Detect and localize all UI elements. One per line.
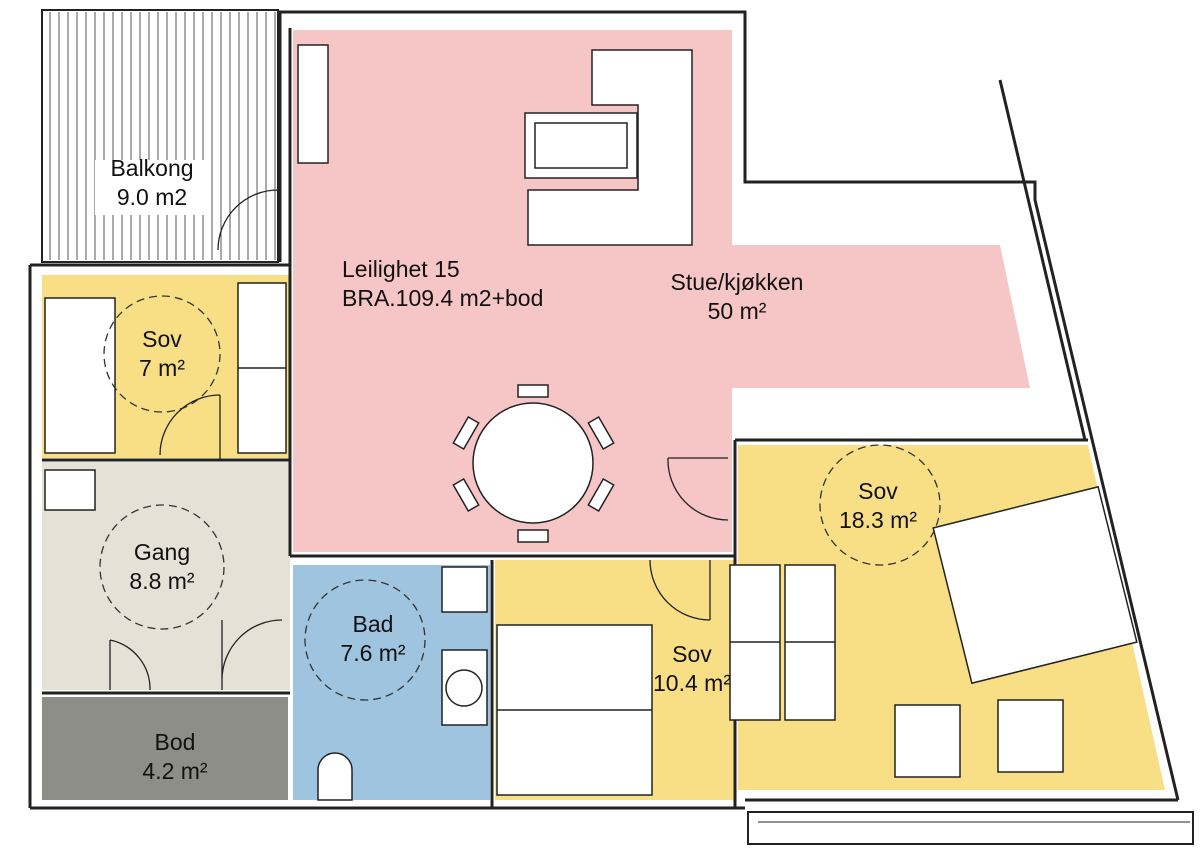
room-label-bod: Bod 4.2 m² xyxy=(142,728,207,786)
apartment-name: Leilighet 15 xyxy=(342,256,460,282)
room-label-sov-10: Sov 10.4 m² xyxy=(653,640,731,698)
door-swings xyxy=(109,185,729,691)
storage-room xyxy=(42,697,288,800)
room-area: 10.4 m² xyxy=(653,670,731,696)
single-bed xyxy=(44,297,116,454)
room-name: Sov xyxy=(672,641,712,667)
room-area: 50 m² xyxy=(707,298,767,324)
room-area: 8.8 m² xyxy=(129,568,195,594)
room-area: 7.6 m² xyxy=(340,640,406,666)
room-label-stue: Stue/kjøkken 50 m² xyxy=(671,268,804,326)
room-name: Bad xyxy=(352,611,394,637)
room-name: Gang xyxy=(133,539,191,565)
balcony-rail xyxy=(747,811,1194,845)
balcony-room xyxy=(41,9,279,263)
room-name: Sov xyxy=(142,326,182,352)
apartment-area: BRA.109.4 m2+bod xyxy=(342,285,544,311)
room-area: 7 m² xyxy=(139,355,185,381)
room-label-sov-7: Sov 7 m² xyxy=(139,325,185,383)
furniture xyxy=(44,44,1138,801)
room-name: Bod xyxy=(154,729,196,755)
room-label-sov-18: Sov 18.3 m² xyxy=(839,477,917,535)
room-label-gang: Gang 8.8 m² xyxy=(129,538,194,596)
double-bed-large xyxy=(932,485,1138,685)
walls xyxy=(28,10,1180,810)
room-area: 9.0 m2 xyxy=(116,184,188,210)
apartment-label: Leilighet 15 BRA.109.4 m2+bod xyxy=(342,255,543,313)
dining-table xyxy=(472,402,594,524)
room-name: Balkong xyxy=(110,155,194,181)
room-name: Sov xyxy=(858,478,898,504)
toilet xyxy=(317,752,353,801)
room-area: 18.3 m² xyxy=(839,507,917,533)
room-area: 4.2 m² xyxy=(142,758,208,784)
room-name: Stue/kjøkken xyxy=(670,269,804,295)
turning-circles xyxy=(99,295,941,701)
room-label-bad: Bad 7.6 m² xyxy=(340,610,405,668)
room-label-balkong: Balkong 9.0 m2 xyxy=(110,154,193,212)
